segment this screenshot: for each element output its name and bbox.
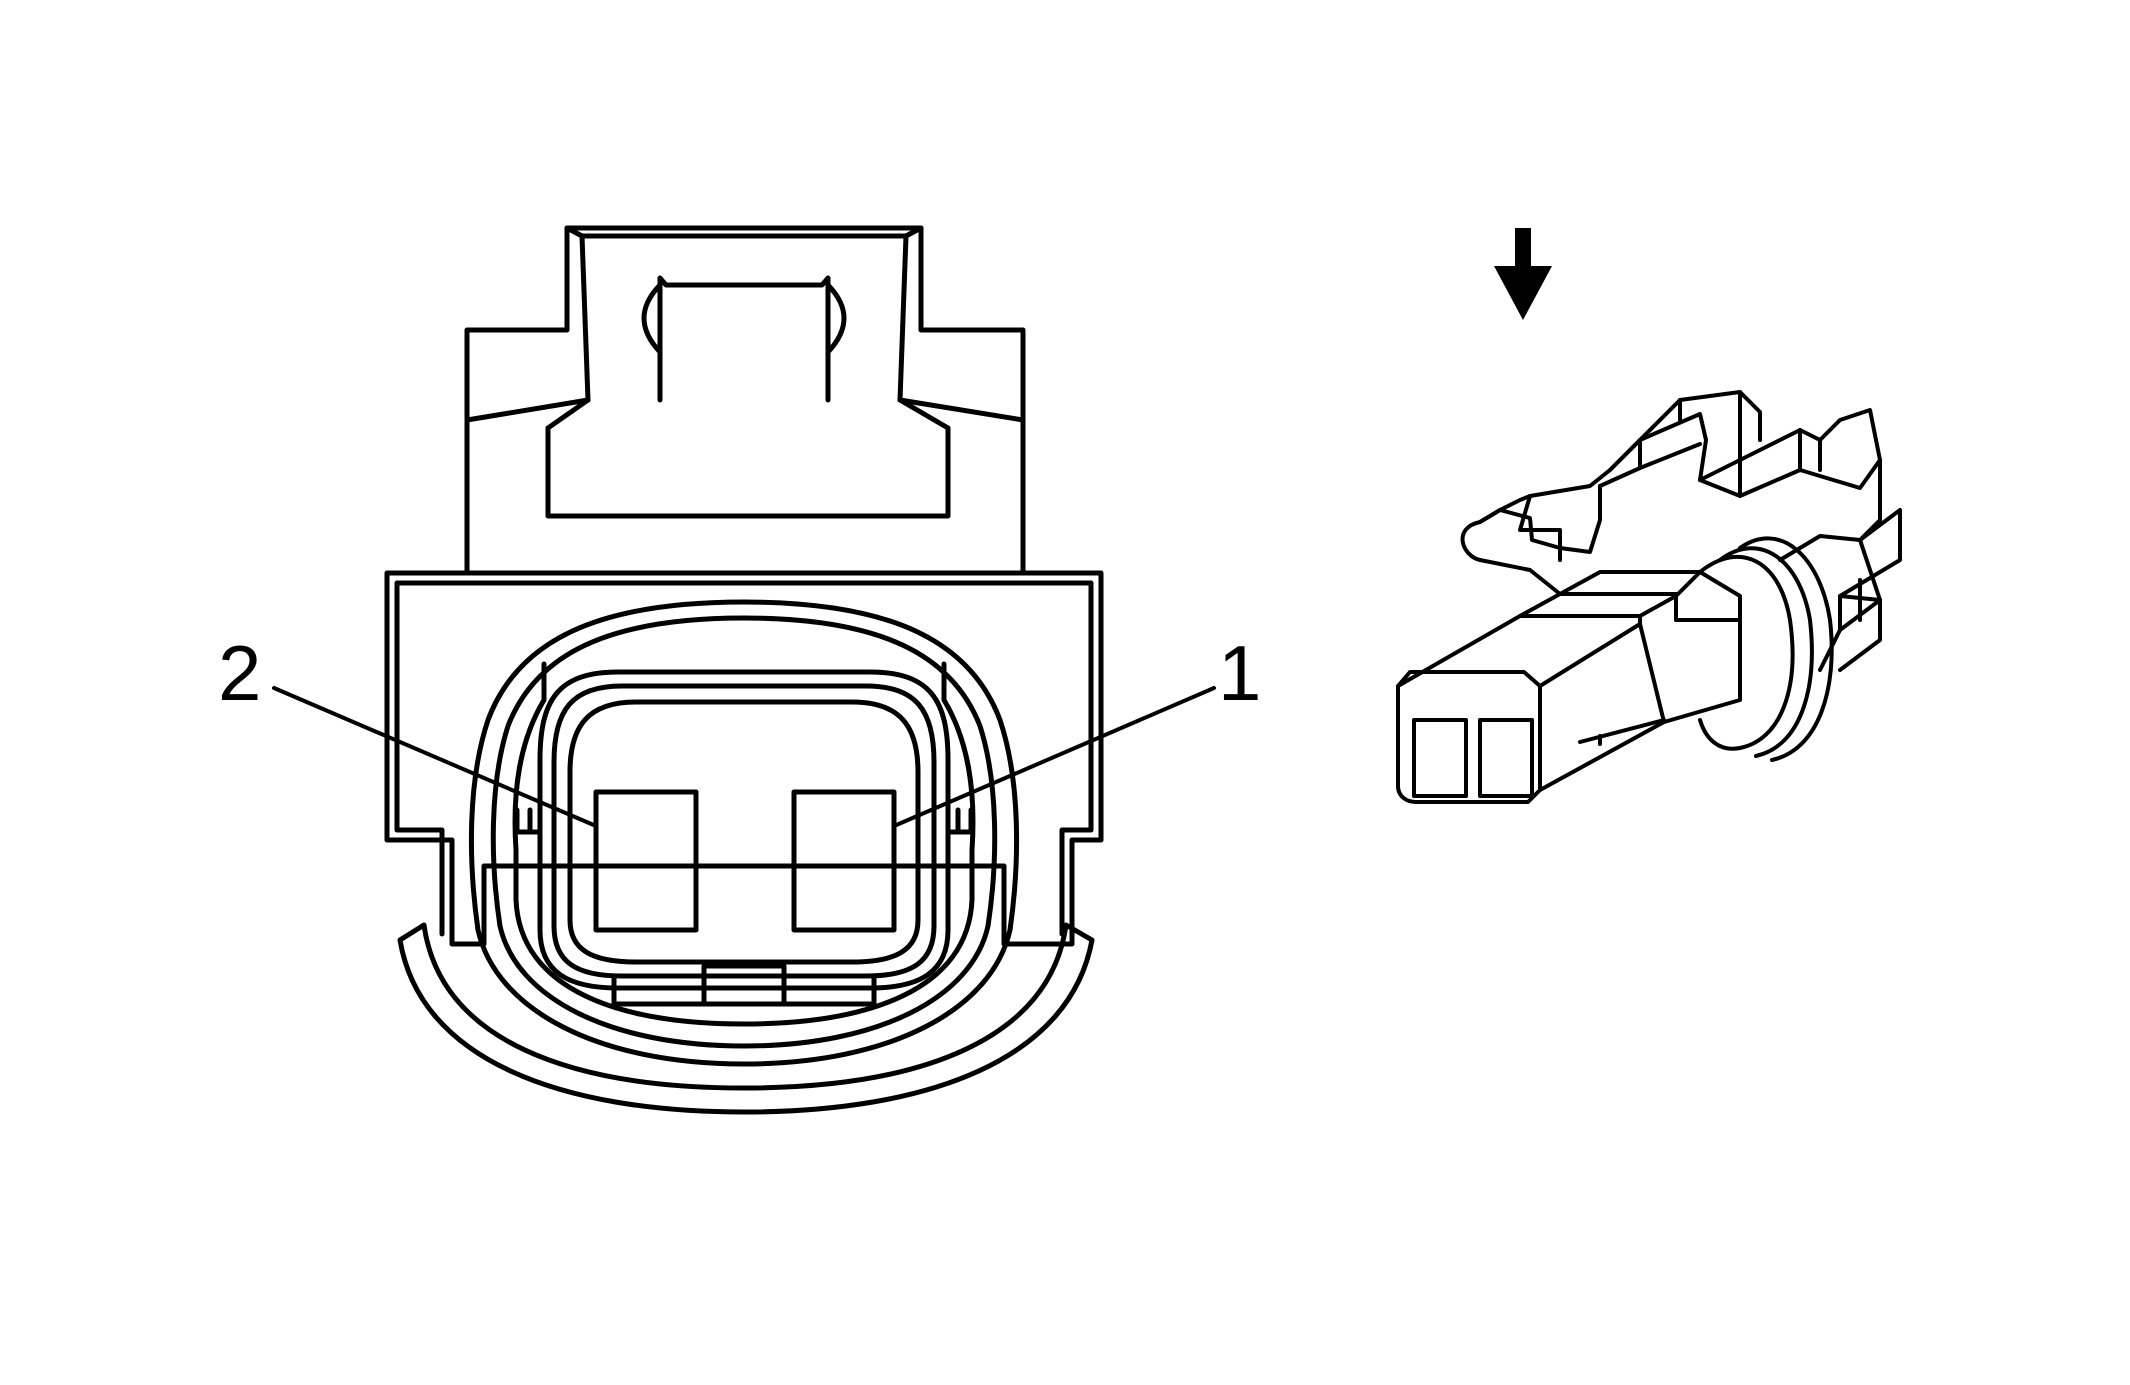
pin-1-terminal (791, 789, 897, 933)
bottom-keys (611, 963, 877, 1007)
pin-1-leader (892, 686, 1216, 828)
latch-tongue (657, 275, 831, 403)
connector-face-view (272, 225, 1216, 1115)
iso-latch (1460, 408, 1882, 596)
pin-2-terminal (593, 789, 699, 933)
latch-top-block (464, 225, 1026, 576)
connector-isometric-view (1396, 390, 1902, 804)
insertion-arrow-icon (1494, 228, 1552, 320)
latch-inner-frame (564, 225, 924, 239)
connector-body (384, 570, 1104, 947)
connector-skirt (397, 922, 1095, 1115)
pin-2-label: 2 (218, 629, 261, 717)
iso-nose (1396, 670, 1542, 804)
pin-1-label: 1 (1218, 629, 1261, 717)
pin-2-leader (272, 686, 598, 828)
terminal-cavity (537, 669, 951, 991)
iso-flange (1698, 554, 1795, 751)
iso-body (1518, 592, 1678, 724)
latch-window (545, 425, 951, 519)
seal-outer (468, 599, 1020, 1067)
